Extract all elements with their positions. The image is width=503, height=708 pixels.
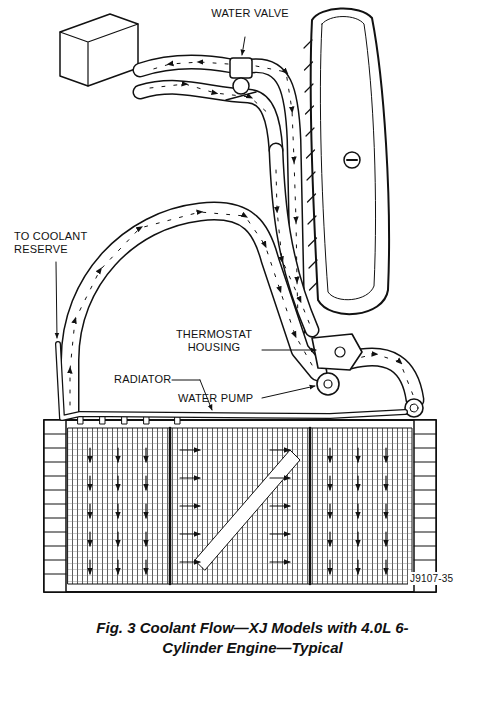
overflow-tube	[58, 344, 405, 418]
flow-arrow	[385, 476, 386, 490]
flow-arrow	[117, 448, 118, 462]
flow-arrow	[329, 476, 330, 490]
rib-stroke	[44, 546, 66, 547]
part-label: WATER VALVE	[210, 7, 290, 20]
flow-arrow	[117, 560, 118, 574]
rib-stroke	[414, 546, 436, 547]
flow-arrow	[357, 476, 358, 490]
flow-arrow	[117, 532, 118, 546]
rib-stroke	[307, 172, 315, 180]
part-label: WATER PUMP	[178, 392, 262, 405]
rib-stroke	[44, 532, 66, 533]
rib-stroke	[310, 282, 318, 290]
flow-arrow	[145, 448, 146, 462]
flow-arrow	[180, 449, 200, 450]
rib-stroke	[414, 532, 436, 533]
flow-arrow	[329, 448, 330, 462]
rib-stroke	[414, 448, 436, 449]
rib-stroke	[414, 462, 436, 463]
flow-arrow	[357, 448, 358, 462]
rib-stroke	[305, 84, 313, 92]
flow-arrow	[180, 477, 200, 478]
flow-arrow	[385, 532, 386, 546]
figure-caption: Fig. 3 Coolant Flow—XJ Models with 4.0L …	[75, 618, 430, 658]
engine-valve-cover	[304, 8, 389, 314]
rib-stroke	[414, 560, 436, 561]
rib-stroke	[44, 560, 66, 561]
flow-arrow	[329, 560, 330, 574]
flow-arrow	[270, 561, 290, 562]
flow-arrow	[117, 504, 118, 518]
rib-stroke	[308, 216, 316, 224]
flow-arrow	[89, 504, 90, 518]
rib-stroke	[414, 434, 436, 435]
flow-arrow	[89, 448, 90, 462]
rib-stroke	[44, 462, 66, 463]
rib-stroke	[44, 476, 66, 477]
rib-stroke	[305, 62, 313, 70]
water-pump	[317, 373, 339, 395]
flow-arrow	[117, 476, 118, 490]
flow-arrow	[145, 504, 146, 518]
flow-arrow	[89, 560, 90, 574]
rib-stroke	[306, 106, 314, 114]
flow-arrow	[385, 448, 386, 462]
water-valve	[226, 58, 256, 100]
part-label: THERMOSTAT HOUSING	[166, 328, 262, 354]
leader-lines	[56, 37, 316, 410]
part-label: RADIATOR	[114, 373, 184, 386]
rib-stroke	[414, 504, 436, 505]
flow-arrow	[89, 532, 90, 546]
flow-arrow	[180, 561, 200, 562]
flow-arrow	[145, 560, 146, 574]
rib-stroke	[44, 504, 66, 505]
thermostat-housing	[312, 334, 362, 370]
flow-arrow	[270, 533, 290, 534]
flow-arrow	[145, 532, 146, 546]
rib-stroke	[44, 518, 66, 519]
rib-stroke	[414, 518, 436, 519]
rib-stroke	[304, 40, 312, 48]
rib-stroke	[309, 260, 317, 268]
flow-arrow	[385, 560, 386, 574]
rib-stroke	[308, 194, 316, 202]
radiator-hose	[70, 211, 415, 418]
rib-stroke	[307, 150, 315, 158]
rib-stroke	[44, 448, 66, 449]
rib-stroke	[414, 476, 436, 477]
flow-arrow	[180, 533, 200, 534]
flow-arrow	[329, 532, 330, 546]
flow-arrow	[357, 532, 358, 546]
rib-stroke	[306, 128, 314, 136]
rib-stroke	[44, 574, 66, 575]
flow-arrow	[89, 476, 90, 490]
flow-arrow	[180, 505, 200, 506]
figure-id: J9107-35	[408, 572, 455, 585]
flow-arrow	[270, 505, 290, 506]
rib-stroke	[44, 434, 66, 435]
flow-arrow	[270, 477, 290, 478]
rib-stroke	[44, 490, 66, 491]
radiator	[44, 399, 436, 592]
flow-arrow	[270, 449, 290, 450]
rib-stroke	[414, 490, 436, 491]
part-label: TO COOLANT RESERVE	[14, 230, 124, 256]
flow-arrow	[145, 476, 146, 490]
rib-stroke	[309, 238, 317, 246]
flow-arrow	[357, 560, 358, 574]
flow-arrow	[329, 504, 330, 518]
flow-arrow	[357, 504, 358, 518]
heater-core	[60, 14, 138, 86]
flow-arrow	[385, 504, 386, 518]
